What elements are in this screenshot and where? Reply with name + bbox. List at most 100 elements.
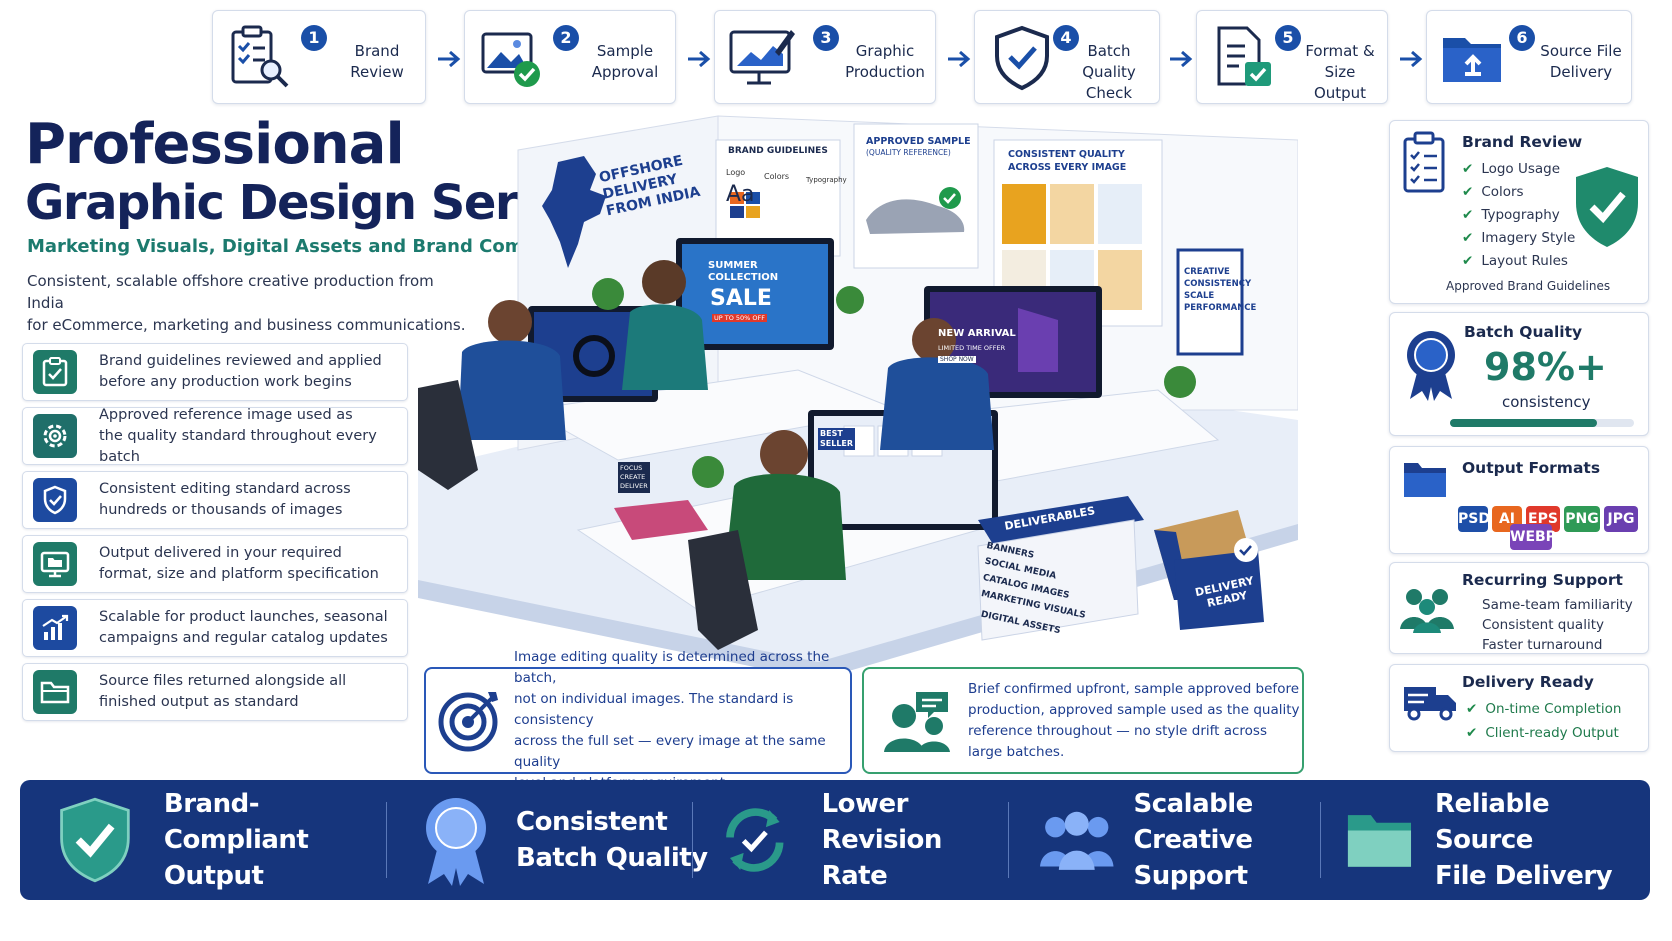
check-icon: ✔ [1466, 701, 1478, 717]
check-icon: ✔ [1462, 184, 1474, 200]
check-icon: ✔ [1462, 207, 1474, 223]
folder-upload-icon [1443, 38, 1501, 82]
benefit-label: Lower Revision Rate [821, 789, 943, 891]
screen-sale-text: SALE [710, 286, 772, 311]
screen-shop-now: SHOP NOW [938, 356, 976, 363]
check-item: ✔Colors [1462, 184, 1524, 200]
step-format-size-output: 5 Format & Size Output [1196, 10, 1388, 104]
step-source-file-delivery: 6 Source File Delivery [1426, 10, 1632, 104]
check-item: ✔On-time Completion [1466, 701, 1622, 717]
target-icon [438, 691, 498, 751]
gear-target-icon [33, 414, 77, 458]
step-number: 4 [1053, 25, 1079, 51]
feature-text: Consistent editing standard across hundr… [99, 481, 351, 518]
format-badge-png: PNG [1564, 506, 1600, 532]
step-number: 1 [301, 25, 327, 51]
growth-chart-icon [33, 606, 77, 650]
approved-sample-sub: (QUALITY REFERENCE) [866, 148, 951, 157]
folder-icon [1347, 815, 1412, 867]
support-line: Faster turnaround [1482, 637, 1603, 653]
shield-check-icon [33, 478, 77, 522]
feature-text: Scalable for product launches, seasonal … [99, 609, 388, 646]
arrow-right-icon [1400, 50, 1423, 68]
benefit-divider [1008, 802, 1009, 878]
benefit-label: Brand-Compliant Output [163, 789, 309, 891]
info-text: Brief confirmed upfront, sample approved… [968, 680, 1300, 760]
team-icon [1040, 811, 1114, 870]
feature-text: Brand guidelines reviewed and applied be… [99, 353, 382, 390]
benefit-brand-compliant: Brand-Compliant Output [56, 780, 386, 900]
shield-check-icon [60, 797, 130, 883]
approved-sample-label: APPROVED SAMPLE [866, 136, 971, 147]
team-chat-icon [884, 691, 950, 752]
screen-summer-text: SUMMER COLLECTION [708, 260, 779, 283]
list-item: Brand guidelines reviewed and applied be… [22, 343, 408, 401]
list-item: Scalable for product launches, seasonal … [22, 599, 408, 657]
format-badge-webp: WEBP [1510, 524, 1556, 550]
consistent-quality-label: CONSISTENT QUALITY ACROSS EVERY IMAGE [1008, 149, 1127, 173]
check-item: ✔Typography [1462, 207, 1560, 223]
step-label: Source File Delivery [1540, 42, 1622, 81]
mug-text: FOCUS CREATE DELIVER [618, 462, 650, 493]
check-icon: ✔ [1462, 253, 1474, 269]
shield-check-icon [1576, 167, 1638, 247]
step-sample-approval: 2 Sample Approval [464, 10, 676, 104]
panel-title: Recurring Support [1462, 571, 1623, 589]
step-label: Sample Approval [591, 42, 659, 81]
step-batch-quality-check: 4 Batch Quality Check [974, 10, 1160, 104]
award-ribbon-icon [426, 798, 486, 886]
progress-track [1450, 419, 1634, 427]
office-illustration: OFFSHORE DELIVERY FROM INDIA BRAND GUIDE… [408, 110, 1299, 680]
clipboard-search-icon [231, 25, 289, 88]
screen-sale-sub: UP TO 50% OFF [712, 314, 768, 322]
panel-delivery-ready: Delivery Ready ✔On-time Completion ✔Clie… [1389, 664, 1649, 752]
panel-recurring-support: Recurring Support Same-team familiarity … [1389, 562, 1649, 654]
list-item: Consistent editing standard across hundr… [22, 471, 408, 529]
clipboard-checklist-icon [1403, 131, 1445, 193]
step-graphic-production: 3 Graphic Production [714, 10, 936, 104]
step-label: Batch Quality Check [1082, 42, 1136, 102]
brand-guidelines-label: BRAND GUIDELINES [728, 146, 828, 156]
panel-footer: Approved Brand Guidelines [1446, 279, 1611, 293]
screen-new-arrival: NEW ARRIVAL [938, 328, 1016, 339]
page-description: Consistent, scalable offshore creative p… [27, 272, 466, 334]
step-number: 6 [1509, 25, 1535, 51]
title-line-1: Professional [25, 112, 405, 177]
info-text: Image editing quality is determined acro… [514, 649, 830, 791]
benefit-divider [386, 802, 387, 878]
delivery-truck-icon [1404, 687, 1456, 721]
check-item: ✔Layout Rules [1462, 253, 1568, 269]
check-item: ✔Imagery Style [1462, 230, 1576, 246]
list-item: Source files returned alongside all fini… [22, 663, 408, 721]
screen-limited-offer: LIMITED TIME OFFER [938, 344, 1006, 352]
check-icon: ✔ [1466, 725, 1478, 741]
refresh-check-icon [726, 808, 784, 872]
arrow-right-icon [948, 50, 971, 68]
feature-list: Brand guidelines reviewed and applied be… [22, 343, 408, 727]
folder-icon [1404, 463, 1446, 497]
support-line: Same-team familiarity [1482, 597, 1633, 613]
panel-title: Output Formats [1462, 459, 1601, 477]
image-approved-icon [481, 32, 540, 87]
step-label: Format & Size Output [1305, 42, 1375, 102]
benefit-divider [692, 802, 693, 878]
award-ribbon-icon [1407, 331, 1455, 401]
feature-text: Output delivered in your required format… [99, 545, 379, 582]
batch-quality-label: consistency [1502, 393, 1591, 411]
check-item: ✔Client-ready Output [1466, 725, 1619, 741]
benefit-label: Reliable Source File Delivery [1434, 789, 1613, 891]
benefit-scalable-support: Scalable Creative Support [1040, 780, 1340, 900]
benefits-bar: Brand-Compliant Output Consistent Batch … [20, 780, 1650, 900]
bg-logo-label: Logo [726, 168, 746, 177]
panel-brand-review: Brand Review ✔Logo Usage ✔Colors ✔Typogr… [1389, 120, 1649, 304]
process-steps: 1 Brand Review 2 Sample Approval 3 Graph… [212, 10, 1642, 106]
step-brand-review: 1 Brand Review [212, 10, 426, 104]
page-subtitle: Marketing Visuals, Digital Assets and Br… [27, 236, 637, 257]
format-badge-psd: PSD [1458, 506, 1490, 532]
india-map-icon [542, 156, 606, 268]
office-scene [408, 115, 1299, 680]
monitor-design-icon [729, 30, 795, 85]
shield-check-icon [995, 25, 1049, 91]
benefit-label: Consistent Batch Quality [516, 807, 708, 873]
document-check-icon [1217, 26, 1271, 86]
